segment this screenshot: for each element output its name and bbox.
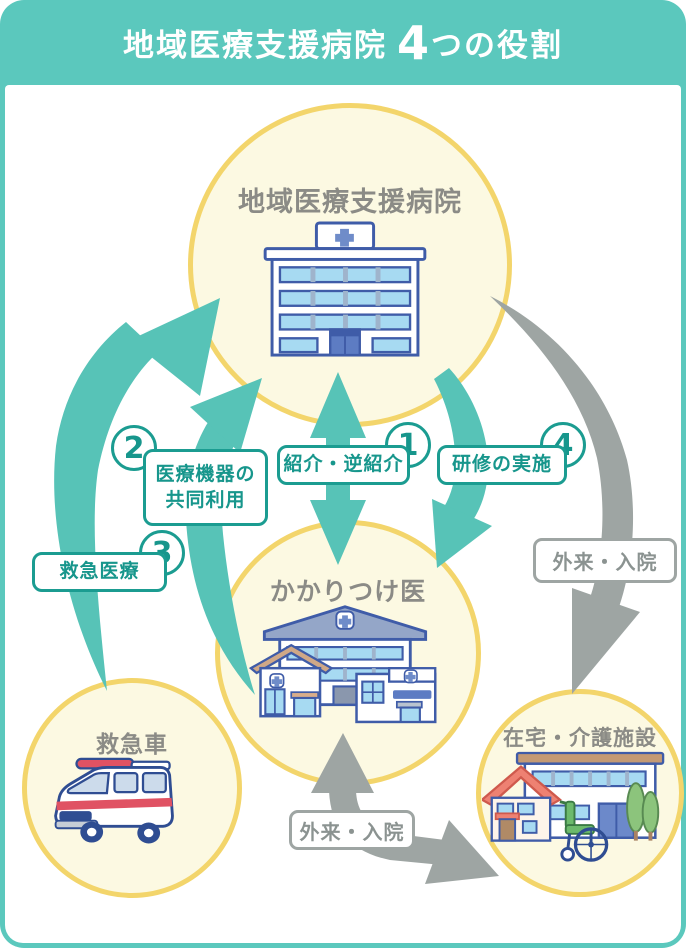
page-title-number: 4: [396, 15, 429, 70]
role-label-referral: 紹介・逆紹介: [277, 445, 410, 485]
node-care-facility: 在宅・介護施設: [476, 689, 684, 897]
flow-label-outpatient-right: 外来・入院: [533, 538, 677, 583]
role-label-training: 研修の実施: [437, 445, 567, 485]
care-facility-label: 在宅・介護施設: [503, 726, 657, 750]
clinic-illustration: [249, 605, 437, 724]
role-label-equipment: 医療機器の 共同利用: [143, 449, 268, 526]
node-hospital: 地域医療支援病院: [188, 103, 512, 427]
header: 地域医療支援病院 4 つの役割: [0, 0, 686, 85]
page-title-prefix: 地域医療支援病院: [122, 28, 387, 64]
ambulance-label: 救急車: [96, 732, 168, 758]
hospital-label: 地域医療支援病院: [238, 187, 462, 218]
family-doctor-label: かかりつけ医: [269, 577, 427, 606]
role-label-equipment-line2: 共同利用: [165, 488, 246, 511]
role-label-equipment-line1: 医療機器の: [155, 462, 256, 485]
ambulance-illustration: [54, 757, 174, 844]
care-facility-illustration: [482, 751, 665, 862]
hospital-building-illustration: [263, 221, 427, 357]
flow-label-outpatient-bottom: 外来・入院: [289, 810, 415, 850]
role-label-emergency: 救急医療: [32, 552, 167, 592]
page-title-suffix: つの役割: [431, 28, 563, 64]
node-family-doctor: かかりつけ医: [215, 520, 481, 786]
node-ambulance: 救急車: [22, 678, 242, 898]
